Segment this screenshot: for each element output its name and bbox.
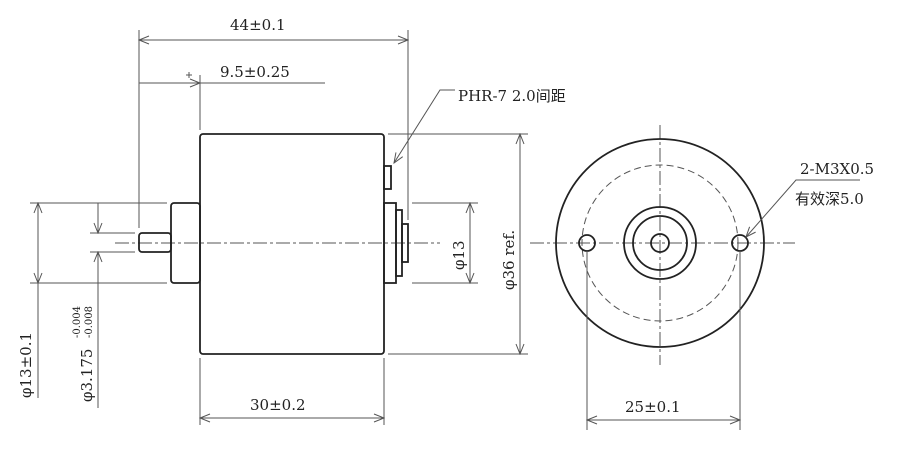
connector (383, 165, 392, 190)
dim-30-label: 30±0.2 (250, 396, 306, 414)
end-boss-inner (632, 215, 688, 271)
shaft-hole (650, 233, 670, 253)
end-view (530, 125, 795, 365)
connector-note: PHR-7 2.0间距 (458, 87, 566, 105)
dim-13-left-label: φ13±0.1 (17, 332, 35, 398)
rear-boss (401, 223, 409, 263)
side-view (115, 133, 440, 355)
shaft (138, 232, 172, 253)
svg-text:φ3.175: φ3.175 (78, 349, 96, 402)
dim-9-5-label: 9.5±0.25 (220, 63, 290, 81)
dim-44-label: 44±0.1 (230, 16, 286, 34)
end-outer-circle (555, 138, 765, 348)
connector-leader (394, 89, 455, 163)
end-boss-outer (623, 206, 697, 280)
dim-25-label: 25±0.1 (625, 398, 681, 416)
thread-note: 2-M3X0.5 (800, 160, 874, 178)
thread-leader (746, 179, 860, 237)
bolt-circle (581, 164, 739, 322)
svg-text:-0.008: -0.008 (84, 306, 95, 338)
svg-text:-0.004: -0.004 (72, 306, 83, 338)
dim-shaft-label: φ3.175 -0.004 -0.008 (72, 306, 96, 402)
extension-lines (30, 30, 528, 425)
thread-depth-note: 有效深5.0 (795, 190, 864, 208)
dim-13-right-label: φ13 (450, 240, 468, 270)
motor-body (199, 133, 385, 355)
dim-36-label: φ36 ref. (500, 230, 518, 290)
